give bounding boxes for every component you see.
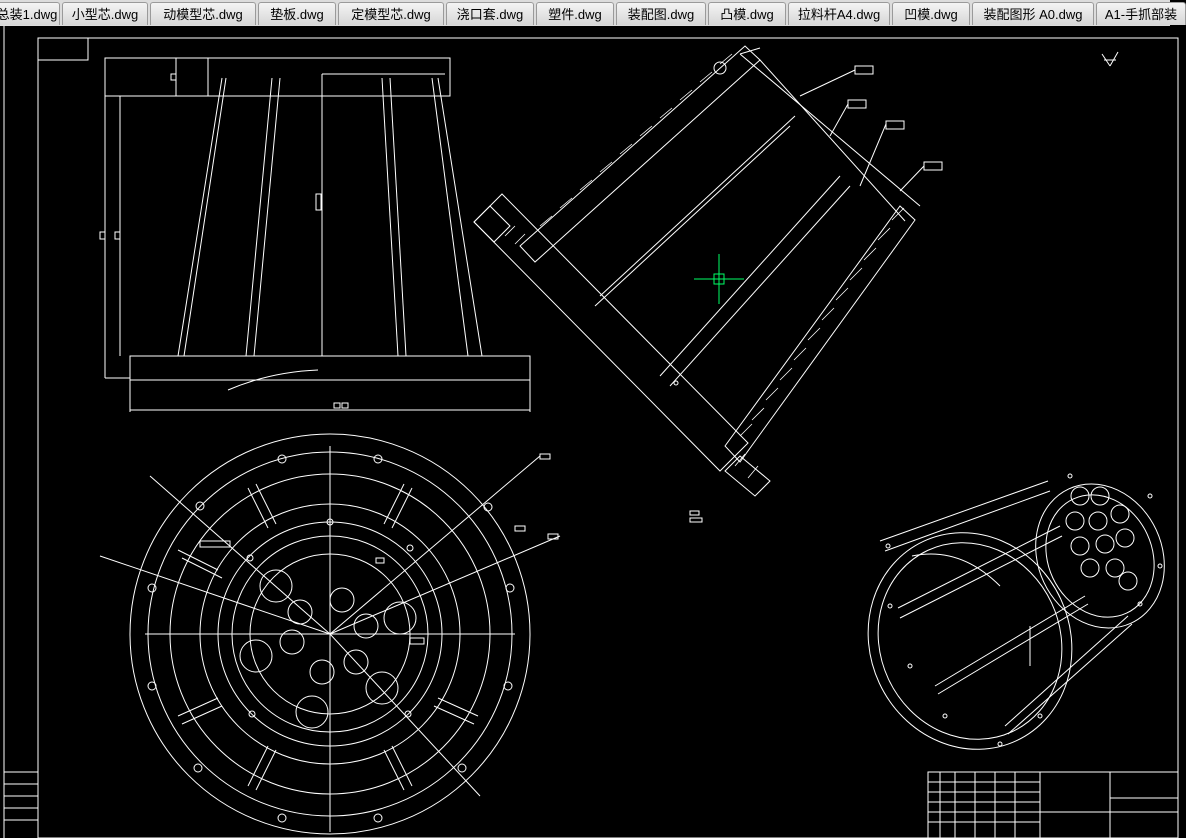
file-tab[interactable]: A1-手抓部装 <box>1096 2 1186 25</box>
plan-rib-lines <box>177 483 479 791</box>
file-tab[interactable]: 装配图.dwg <box>616 2 706 25</box>
file-tab[interactable]: 凹模.dwg <box>892 2 970 25</box>
file-tab[interactable]: 小型芯.dwg <box>62 2 148 25</box>
file-tab[interactable]: 垫板.dwg <box>258 2 336 25</box>
file-tab[interactable]: 凸模.dwg <box>708 2 786 25</box>
cad-drawing-canvas[interactable] <box>0 26 1179 838</box>
front-section-view <box>99 57 531 412</box>
cad-drawing <box>3 26 1179 838</box>
rotated-section-view <box>473 45 943 523</box>
file-tab[interactable]: 动模型芯.dwg <box>150 2 256 25</box>
title-block <box>927 771 1179 838</box>
plan-holes <box>239 569 417 729</box>
file-tab[interactable]: 装配图形 A0.dwg <box>972 2 1094 25</box>
file-tab[interactable]: 浇口套.dwg <box>446 2 534 25</box>
plan-bolt-circle <box>147 454 515 823</box>
file-tab[interactable]: 塑件.dwg <box>536 2 614 25</box>
file-tab[interactable]: 总装1.dwg <box>0 2 60 25</box>
crosshair-cursor-icon <box>694 254 744 304</box>
file-tab[interactable]: 拉料杆A4.dwg <box>788 2 890 25</box>
drawing-border <box>3 26 1179 838</box>
plan-view <box>99 433 561 835</box>
isometric-view <box>867 473 1165 750</box>
file-tab[interactable]: 定模型芯.dwg <box>338 2 444 25</box>
ucs-marker <box>1101 51 1119 67</box>
